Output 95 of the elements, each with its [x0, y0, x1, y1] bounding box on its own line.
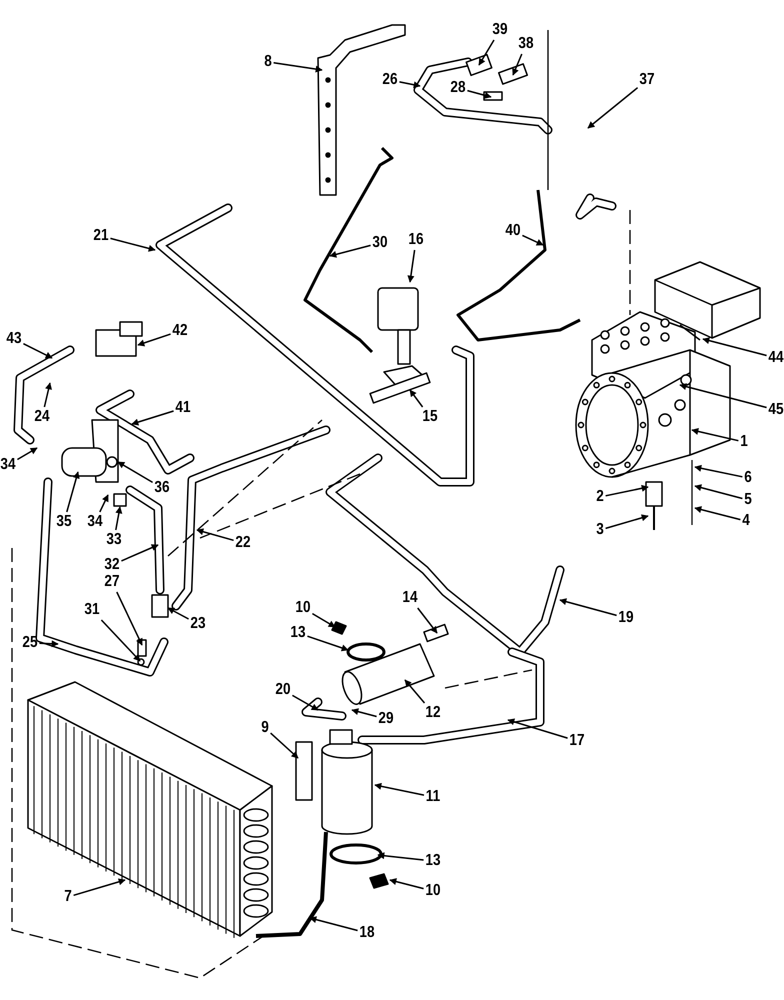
leader-line	[389, 878, 424, 890]
leader-line	[121, 544, 159, 562]
leader-line	[702, 337, 767, 356]
leader-line	[117, 461, 153, 484]
callout-number: 33	[106, 531, 122, 549]
leader-line	[110, 238, 156, 252]
leader-line	[694, 484, 743, 500]
callout-number: 21	[92, 227, 110, 245]
leader-line	[270, 732, 299, 759]
callout-number: 26	[382, 71, 398, 89]
callout-number: 1	[739, 433, 749, 451]
callout-number: 13	[290, 624, 306, 642]
callout-number: 7	[63, 888, 73, 906]
callout-number: 2	[595, 488, 605, 506]
leader-line	[137, 333, 171, 346]
callout-number: 28	[450, 79, 466, 97]
leader-line	[374, 782, 424, 796]
leader-line	[100, 619, 141, 662]
callout-number: 13	[424, 852, 442, 870]
callout-number: 3	[595, 521, 605, 539]
callout-number: 19	[618, 609, 634, 627]
callout-number: 36	[154, 479, 170, 497]
callout-number: 4	[741, 512, 751, 530]
leader-line	[512, 54, 522, 76]
callout-number: 29	[378, 710, 394, 728]
leader-line	[399, 81, 421, 88]
leader-line	[522, 234, 544, 246]
callout-number: 9	[260, 719, 270, 737]
callout-number: 45	[768, 401, 784, 419]
callout-number: 30	[372, 234, 388, 252]
leader-line	[507, 718, 568, 739]
callout-number: 6	[743, 469, 753, 487]
callout-number: 25	[22, 634, 38, 652]
leader-line	[196, 528, 234, 542]
leader-line	[116, 592, 143, 646]
leader-line	[115, 506, 122, 530]
leader-line	[605, 514, 649, 530]
callout-number: 41	[174, 399, 192, 417]
callout-number: 24	[34, 408, 50, 426]
callout-number: 17	[568, 732, 586, 750]
callout-number: 20	[274, 681, 292, 699]
callout-number: 32	[104, 556, 120, 574]
callout-number: 11	[424, 788, 442, 806]
callout-number: 14	[402, 589, 418, 607]
leader-line	[679, 383, 767, 408]
callout-number: 8	[263, 53, 273, 71]
callout-number: 10	[424, 882, 442, 900]
leader-line	[587, 87, 638, 129]
leader-line	[292, 694, 319, 711]
leader-line	[73, 878, 126, 896]
callout-number: 16	[408, 231, 424, 249]
leader-line	[351, 708, 377, 718]
leader-line	[694, 506, 741, 520]
leader-line	[66, 471, 80, 512]
callout-number: 23	[190, 615, 206, 633]
callout-number: 27	[104, 573, 120, 591]
leader-line	[409, 389, 424, 408]
callout-number: 38	[518, 35, 534, 53]
callout-number: 42	[172, 322, 188, 340]
leader-line	[377, 852, 424, 861]
callout-number: 37	[638, 71, 656, 89]
leader-line	[309, 916, 358, 932]
callout-number: 12	[424, 704, 442, 722]
callout-number: 18	[358, 924, 376, 942]
leader-line	[417, 608, 438, 634]
leader-line	[312, 612, 336, 628]
callout-number: 31	[84, 601, 100, 619]
leader-line	[605, 484, 649, 497]
callout-number: 39	[492, 21, 508, 39]
leader-line	[407, 250, 416, 283]
callout-number: 44	[768, 349, 784, 367]
leader-line	[478, 40, 495, 66]
leader-line	[167, 607, 189, 620]
leader-line	[329, 244, 371, 258]
leader-line	[467, 90, 492, 99]
leader-line	[273, 62, 323, 73]
leader-line	[44, 382, 52, 408]
leader-line	[307, 635, 349, 652]
leader-line	[404, 679, 426, 704]
callout-number: 22	[234, 534, 252, 552]
leader-line	[131, 410, 174, 426]
leader-line	[17, 447, 38, 460]
callout-number: 15	[422, 408, 438, 426]
leader-line	[559, 598, 617, 616]
callout-number: 40	[504, 222, 522, 240]
callout-number: 35	[56, 513, 72, 531]
leader-line	[99, 494, 109, 512]
leader-line	[23, 343, 53, 359]
callout-number: 10	[294, 599, 312, 617]
callout-number: 43	[6, 330, 22, 348]
leader-line	[694, 464, 743, 478]
callout-number: 34	[0, 456, 16, 474]
leader-line	[39, 640, 59, 648]
callout-number: 34	[86, 513, 104, 531]
callout-number: 5	[743, 491, 753, 509]
